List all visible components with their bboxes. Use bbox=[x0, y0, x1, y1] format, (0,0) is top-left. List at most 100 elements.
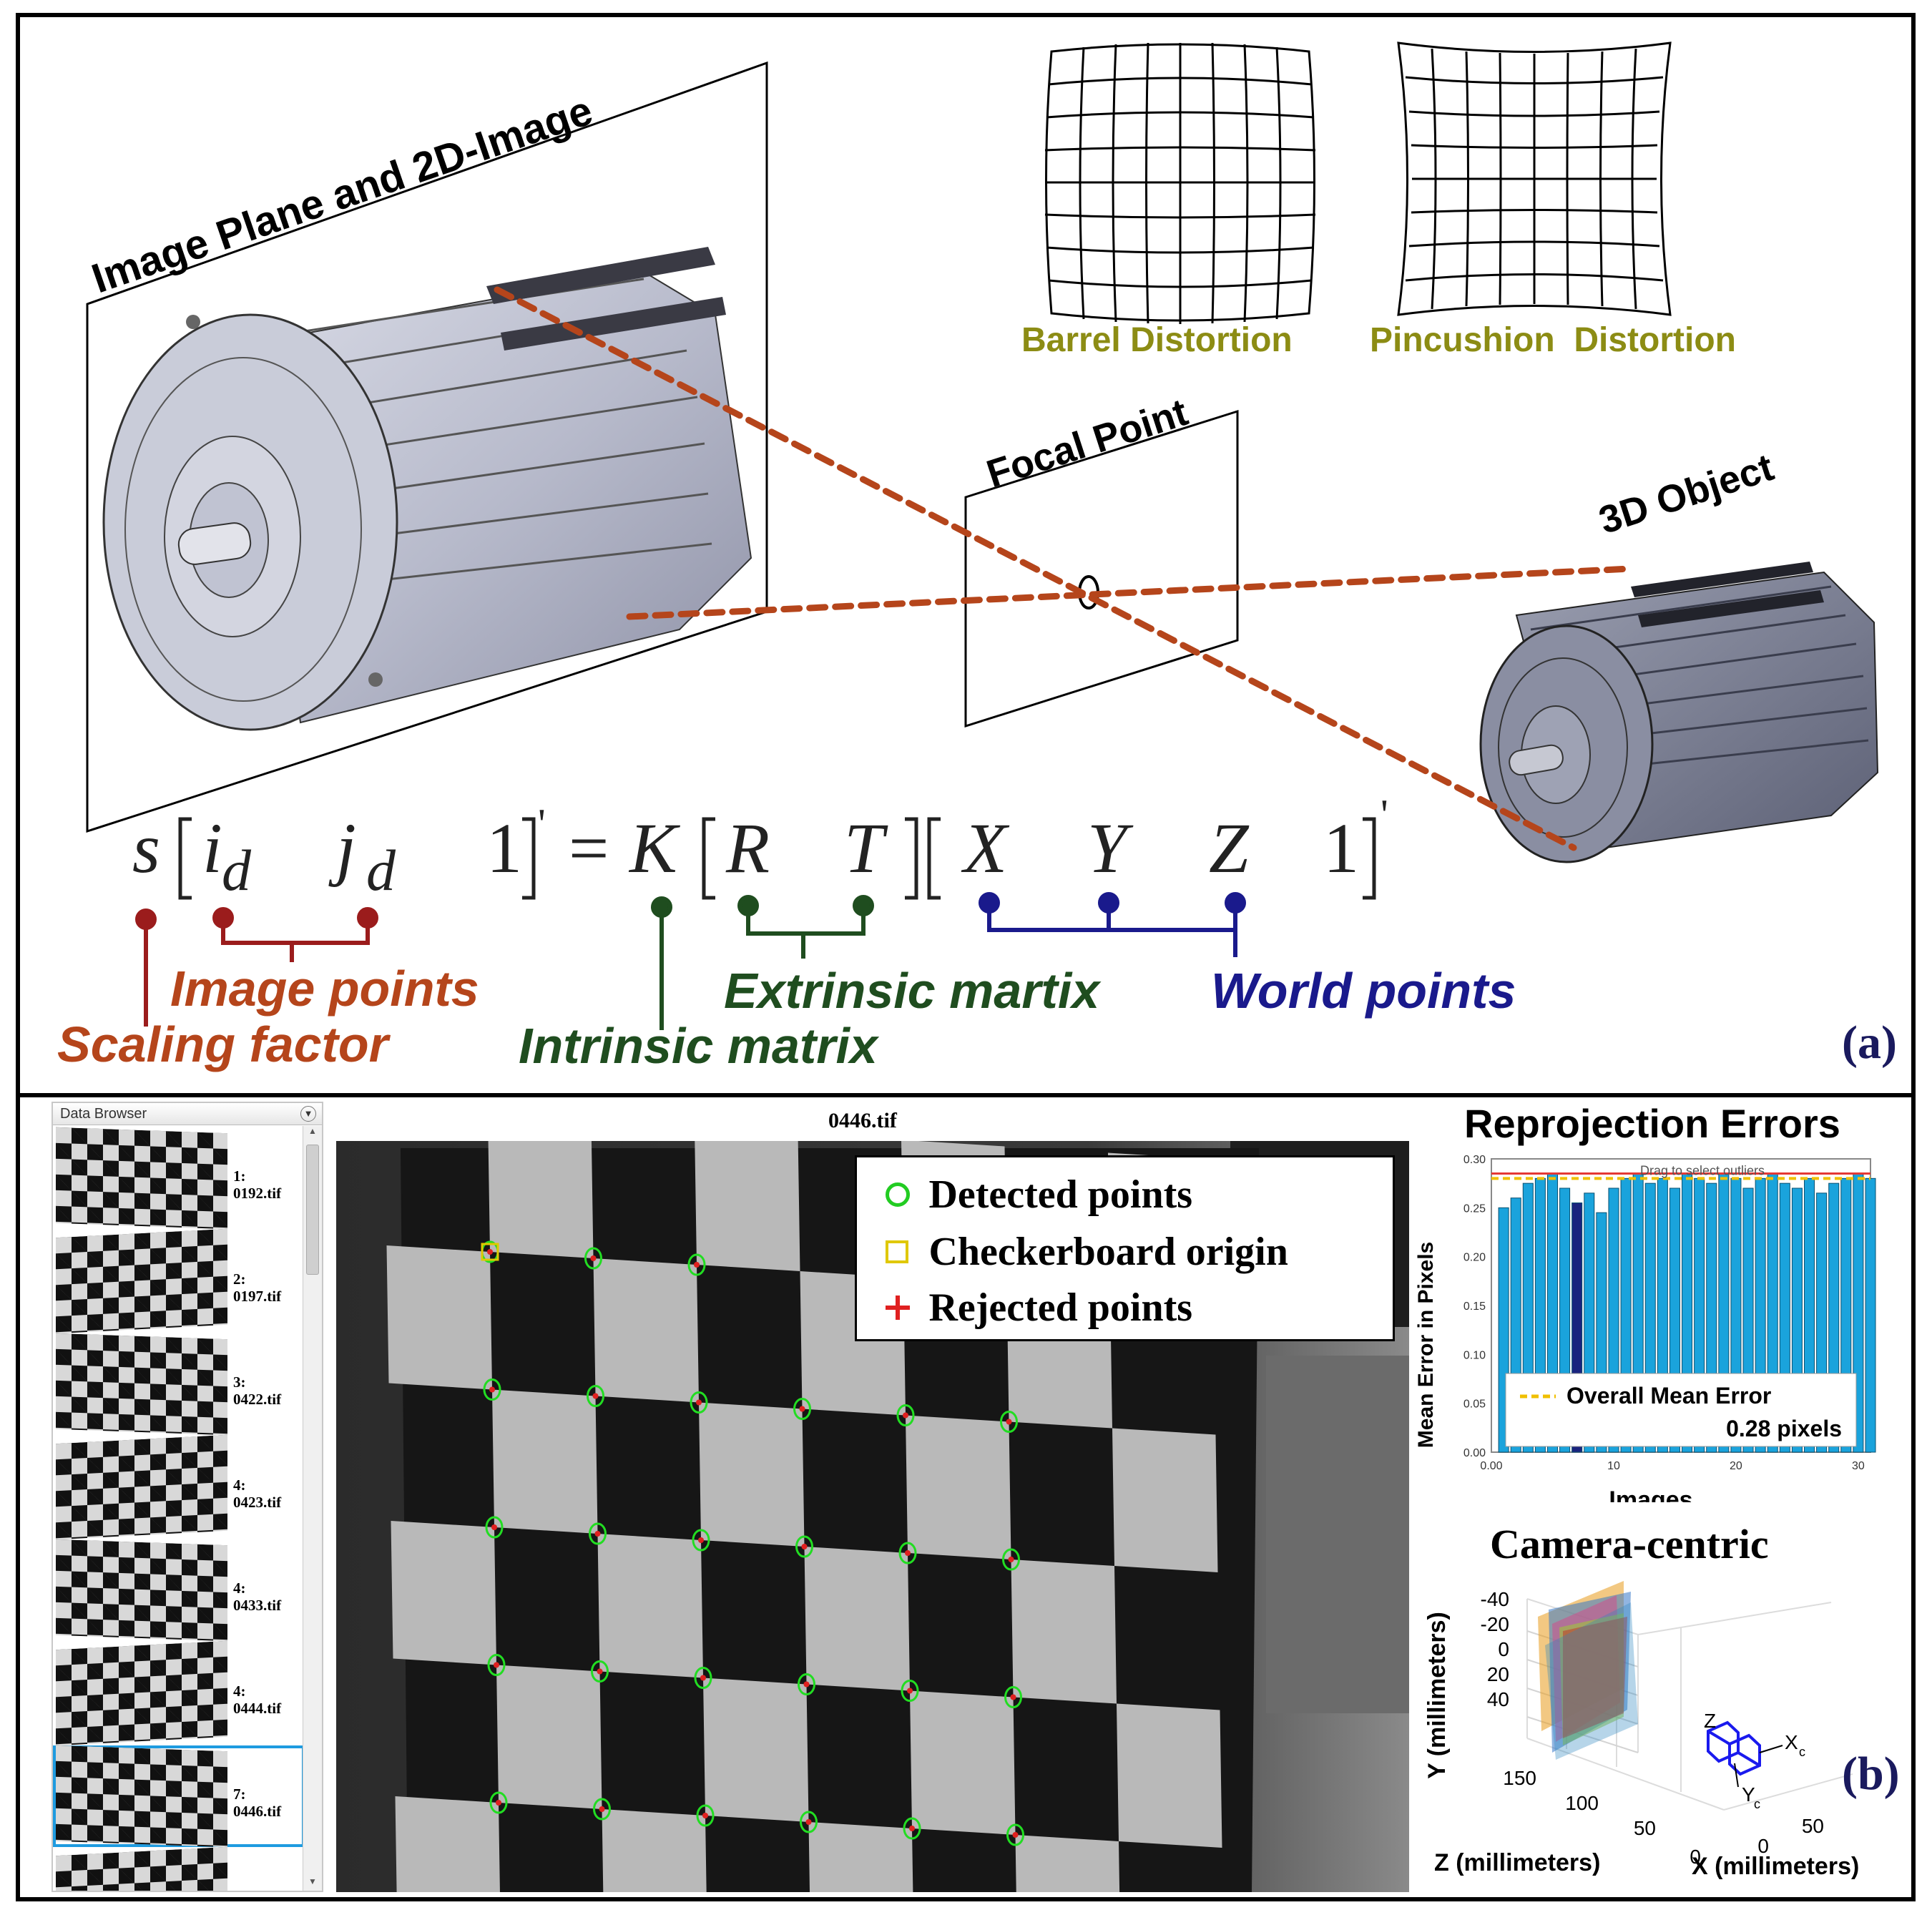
light-square bbox=[391, 1521, 496, 1665]
equation-brackets bbox=[178, 817, 1376, 900]
thumbnail-number: 7: bbox=[233, 1786, 246, 1803]
thumbnail-number: 2: bbox=[233, 1270, 246, 1288]
eq-one2: 1 bbox=[1323, 808, 1359, 888]
camera-zlabel: Z (millimeters) bbox=[1434, 1849, 1600, 1876]
thumbnail-number: 4: bbox=[233, 1579, 246, 1597]
thumbnail-image bbox=[56, 1846, 227, 1891]
rejected-cross-icon bbox=[886, 1296, 910, 1320]
rejected-point bbox=[905, 1550, 911, 1556]
light-square bbox=[496, 1665, 602, 1809]
collapse-icon[interactable]: ▼ bbox=[300, 1106, 316, 1122]
thumbnail-image bbox=[56, 1745, 227, 1848]
chart-xlabel: Images bbox=[1609, 1487, 1692, 1502]
thumbnail-image bbox=[56, 1434, 227, 1540]
thumbnail-filename: 0433.tif bbox=[233, 1597, 282, 1614]
thumbnail-label: 4:0444.tif bbox=[233, 1683, 281, 1717]
detected-point bbox=[487, 1654, 506, 1676]
detected-point bbox=[483, 1378, 501, 1401]
thumbnail-item[interactable]: 8: bbox=[53, 1846, 305, 1891]
legend-origin: Checkerboard origin bbox=[886, 1229, 1288, 1275]
light-square bbox=[492, 1389, 598, 1534]
detected-point bbox=[896, 1404, 915, 1426]
eq-X: X bbox=[963, 808, 1008, 888]
thumbnail-item[interactable]: 4:0423.tif bbox=[53, 1434, 305, 1540]
rejected-point bbox=[907, 1688, 913, 1694]
rejected-point bbox=[1012, 1832, 1019, 1838]
thumbnail-item[interactable]: 4:0433.tif bbox=[53, 1539, 305, 1642]
thumbnail-label: 1:0192.tif bbox=[233, 1167, 281, 1202]
calibration-planes bbox=[1538, 1581, 1638, 1760]
y-tick-label: 0.15 bbox=[1463, 1301, 1486, 1313]
scroll-thumb[interactable] bbox=[306, 1145, 319, 1275]
detected-point bbox=[1004, 1686, 1022, 1708]
checkerboard-origin bbox=[481, 1243, 499, 1261]
thumbnail-image bbox=[56, 1127, 227, 1230]
outlier-hint: Drag to select outliers bbox=[1640, 1164, 1765, 1178]
thumbnail-image bbox=[56, 1539, 227, 1642]
detected-point bbox=[1006, 1823, 1024, 1846]
rejected-point bbox=[594, 1531, 601, 1537]
eq-i-sub: d bbox=[222, 838, 251, 903]
thumbnail-item[interactable]: 3:0422.tif bbox=[53, 1333, 305, 1436]
detected-point bbox=[793, 1398, 811, 1420]
thumbnail-item[interactable]: 7:0446.tif bbox=[53, 1745, 305, 1848]
rejected-point bbox=[803, 1681, 810, 1688]
image-points-bracket bbox=[212, 907, 378, 962]
thumbnail-item[interactable]: 1:0192.tif bbox=[53, 1127, 305, 1230]
points-legend: Detected points Checkerboard origin Reje… bbox=[855, 1155, 1395, 1341]
eq-j: j bbox=[336, 808, 356, 888]
rejected-point bbox=[491, 1524, 497, 1530]
panel-b-tag: (b) bbox=[1842, 1748, 1900, 1800]
thumbnail-label: 4:0433.tif bbox=[233, 1579, 281, 1614]
eq-R: R bbox=[726, 808, 770, 888]
camera-axis-z: Z bbox=[1704, 1710, 1716, 1732]
rejected-point bbox=[700, 1675, 706, 1681]
thumbnail-label: 4:0423.tif bbox=[233, 1476, 281, 1511]
thumbnail-item[interactable]: 4:0444.tif bbox=[53, 1640, 305, 1746]
image-points-label: Image points bbox=[170, 961, 479, 1017]
panel-a-diagram bbox=[86, 41, 1879, 1030]
barrel-distortion-label: Barrel Distortion bbox=[1021, 321, 1293, 359]
eq-K: K bbox=[629, 808, 677, 888]
legend-detected: Detected points bbox=[886, 1172, 1192, 1218]
x-tick-label: 10 bbox=[1607, 1460, 1620, 1472]
detected-point bbox=[696, 1804, 715, 1827]
detected-point bbox=[903, 1817, 921, 1840]
light-square bbox=[808, 1822, 913, 1892]
rejected-point bbox=[1006, 1419, 1012, 1425]
x-tick-0: 0 bbox=[1757, 1835, 1769, 1857]
scroll-up-icon[interactable]: ▲ bbox=[308, 1126, 317, 1136]
z-tick-1: 100 bbox=[1565, 1792, 1599, 1814]
light-square bbox=[395, 1796, 500, 1892]
detected-point bbox=[489, 1791, 508, 1814]
legend-mean-label: Overall Mean Error bbox=[1566, 1383, 1771, 1409]
chart-legend bbox=[1505, 1373, 1857, 1447]
camera-centric-title: Camera-centric bbox=[1490, 1521, 1769, 1567]
data-browser-header: Data Browser ▼ bbox=[53, 1103, 322, 1125]
detected-point bbox=[901, 1680, 919, 1702]
legend-detected-label: Detected points bbox=[928, 1172, 1193, 1217]
y-tick-label: 0.00 bbox=[1463, 1447, 1486, 1459]
detected-point bbox=[1002, 1548, 1020, 1571]
rejected-point bbox=[801, 1544, 808, 1549]
image-title: 0446.tif bbox=[828, 1109, 897, 1132]
thumbnail-label: 7:0446.tif bbox=[233, 1786, 281, 1820]
eq-prime2: ' bbox=[1381, 791, 1388, 838]
detected-point bbox=[591, 1660, 609, 1683]
y-tick-label: 0.20 bbox=[1463, 1252, 1486, 1264]
detected-point bbox=[593, 1798, 611, 1821]
legend-origin-label: Checkerboard origin bbox=[928, 1230, 1288, 1274]
eq-j-sub: d bbox=[366, 838, 396, 903]
detected-point bbox=[694, 1667, 712, 1689]
rejected-point bbox=[487, 1249, 493, 1255]
y-tick-label: 0.10 bbox=[1463, 1349, 1486, 1361]
scroll-down-icon[interactable]: ▼ bbox=[308, 1876, 317, 1886]
data-browser-scrollbar[interactable]: ▲ ▼ bbox=[303, 1126, 322, 1891]
light-square bbox=[695, 1141, 800, 1271]
camera-xlabel: X (millimeters) bbox=[1692, 1853, 1859, 1880]
eq-one: 1 bbox=[486, 808, 522, 888]
thumbnail-filename: 0446.tif bbox=[233, 1803, 282, 1820]
light-square bbox=[699, 1402, 805, 1547]
thumbnail-item[interactable]: 2:0197.tif bbox=[53, 1228, 305, 1334]
camera-axis-y: Y bbox=[1742, 1783, 1755, 1806]
